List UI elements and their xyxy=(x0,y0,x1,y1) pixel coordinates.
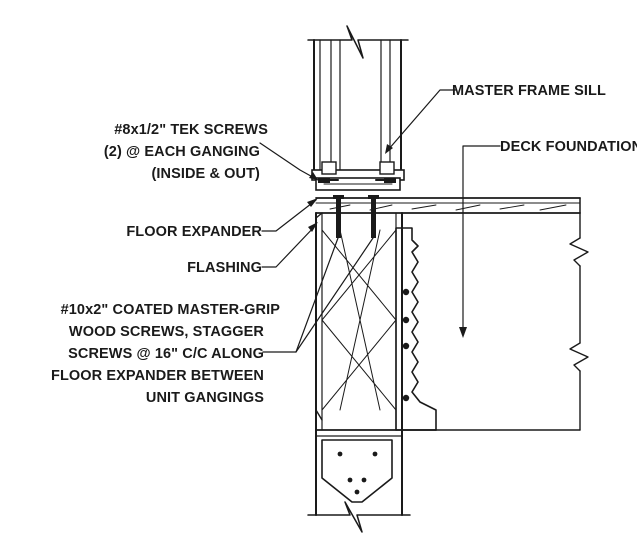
label-wood-screws-line-1: #10x2" COATED MASTER-GRIP xyxy=(61,302,281,318)
master-frame-sill xyxy=(311,161,405,191)
label-wood-screws-line-5: UNIT GANGINGS xyxy=(146,390,264,406)
lower-gusset-plate xyxy=(321,439,393,503)
leader-lines xyxy=(259,89,501,353)
label-master-frame-sill: MASTER FRAME SILL xyxy=(452,83,606,99)
floor-expander-deck xyxy=(315,197,581,214)
upper-wall-section xyxy=(307,25,409,179)
label-wood-screws-line-4: FLOOR EXPANDER BETWEEN xyxy=(51,368,264,384)
wood-screws xyxy=(333,195,379,238)
joist-hanger-bracket xyxy=(315,212,437,431)
label-wood-screws-line-2: WOOD SCREWS, STAGGER xyxy=(69,324,264,340)
label-tek-screws-line-3: (INSIDE & OUT) xyxy=(151,166,260,182)
label-deck-foundation: DECK FOUNDATION xyxy=(500,139,637,155)
label-flashing: FLASHING xyxy=(187,260,262,276)
label-tek-screws-line-2: (2) @ EACH GANGING xyxy=(104,144,260,160)
label-floor-expander: FLOOR EXPANDER xyxy=(126,224,262,240)
annotation-labels: #8x1/2" TEK SCREWS (2) @ EACH GANGING (I… xyxy=(51,83,637,406)
deck-foundation-body xyxy=(435,212,589,431)
label-wood-screws-line-3: SCREWS @ 16" C/C ALONG xyxy=(68,346,264,362)
label-tek-screws-line-1: #8x1/2" TEK SCREWS xyxy=(114,122,268,138)
